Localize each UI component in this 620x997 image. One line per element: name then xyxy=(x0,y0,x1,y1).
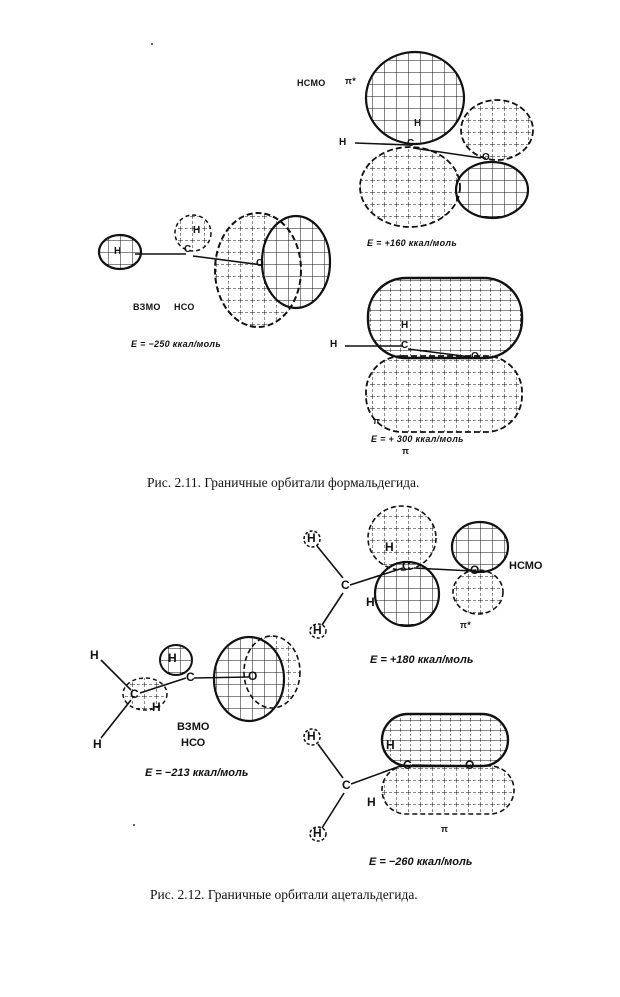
fig1-homo-sublabel: НСО xyxy=(174,302,195,312)
fig2-pi-bottom-lobe xyxy=(381,765,515,815)
fig1-homo-small-lobe xyxy=(174,214,212,252)
fig2-homo-orbital xyxy=(100,635,301,739)
fig1-lumo-c-top-lobe xyxy=(364,50,466,146)
fig2-lumo-atom-h-inner: H xyxy=(366,595,375,609)
fig1-lumo-c-bottom-lobe xyxy=(359,146,461,228)
fig1-pi-atom-h-left: H xyxy=(330,339,338,350)
fig1-caption: Рис. 2.11. Граничные орбитали формальдег… xyxy=(147,475,420,490)
fig2-homo-atom-h-inner: H xyxy=(152,700,161,714)
fig2-homo-atom-o: O xyxy=(248,669,258,683)
fig2-lumo-c-bottom-lobe xyxy=(373,560,441,628)
fig1-pi-orbital xyxy=(345,276,524,433)
fig2-pi-atom-h-upper: H xyxy=(386,738,395,752)
fig1-lumo-o-top-lobe xyxy=(460,99,534,161)
fig2-pi-orbital xyxy=(303,712,515,842)
fig2-pi-symbol: π xyxy=(441,824,449,834)
fig1-pi-symbol-below: π xyxy=(402,446,410,456)
fig2-homo-atom-c-methyl: C xyxy=(130,687,139,701)
fig2-lumo-o-top-lobe xyxy=(450,520,510,574)
fig2-homo-atom-h-top: H xyxy=(90,648,99,662)
fig2-homo-energy: E = −213 ккал/моль xyxy=(145,767,249,779)
fig2-lumo-o-bottom-lobe xyxy=(452,569,504,615)
fig1-homo-atom-h2: H xyxy=(193,225,201,236)
fig2-homo-atom-h-bottom: H xyxy=(93,737,102,751)
fig2-homo-atom-c: C xyxy=(186,670,195,684)
fig1-pi-atom-c: C xyxy=(401,340,409,351)
fig2-pi-atom-o: O xyxy=(465,758,475,772)
fig2-homo-sublabel: НСО xyxy=(181,737,206,749)
speck xyxy=(151,43,153,45)
fig2-pi-atom-c: C xyxy=(403,758,412,772)
fig1-pi-atom-o: O xyxy=(471,351,479,362)
fig2-caption: Рис. 2.12. Граничные орбитали ацетальдег… xyxy=(150,887,418,902)
fig1-homo-label: ВЗМО xyxy=(133,302,161,312)
fig2-homo-small-lobe xyxy=(159,644,193,676)
fig1-pi-energy: E = + 300 ккал/моль xyxy=(371,434,464,444)
fig2-homo-atom-h-upper: H xyxy=(168,651,177,665)
fig1-homo-orbital xyxy=(97,212,332,328)
fig2-lumo-energy: E = +180 ккал/моль xyxy=(370,654,474,666)
fig1-lumo-atom-o: O xyxy=(482,152,490,163)
fig1-lumo-label: НСМО xyxy=(297,78,326,88)
fig1-pi-bottom-lobe xyxy=(365,355,523,433)
fig1-pi-symbol: π xyxy=(373,416,381,426)
fig2-lumo-atom-o: O xyxy=(470,563,480,577)
fig2-lumo-symbol: π* xyxy=(460,620,471,630)
fig1-lumo-o-bottom-lobe xyxy=(454,160,530,220)
fig2-homo-label: ВЗМО xyxy=(177,721,210,733)
fig2-lumo-atom-c: C xyxy=(402,559,411,573)
fig2-lumo-orbital xyxy=(303,505,510,639)
fig1-homo-o-lobe xyxy=(214,212,302,328)
fig1-lumo-symbol: π* xyxy=(345,76,356,86)
fig1-pi-atom-h-top: H xyxy=(401,320,409,331)
fig2-pi-atom-h-inner: H xyxy=(367,795,376,809)
fig2-lumo-atom-h-upper: H xyxy=(385,540,394,554)
fig1-homo-atom-c: C xyxy=(184,244,192,255)
fig1-lumo-orbital xyxy=(354,50,534,228)
fig1-homo-atom-o: O xyxy=(256,258,264,269)
fig2-homo-o-lobe xyxy=(212,635,286,723)
fig1-homo-energy: E = −250 ккал/моль xyxy=(131,339,221,349)
speck xyxy=(133,824,135,826)
fig2-homo-ch3-lobe xyxy=(122,677,168,711)
fig2-pi-atom-h-top: H xyxy=(307,729,316,743)
fig1-lumo-atom-h-left: H xyxy=(339,137,347,148)
fig1-lumo-energy: E = +160 ккал/моль xyxy=(367,238,457,248)
fig2-lumo-atom-h-bottom: H xyxy=(313,623,322,637)
fig2-pi-top-lobe xyxy=(380,712,510,768)
fig1-homo-atom-h: H xyxy=(114,246,122,257)
fig2-pi-energy: E = −260 ккал/моль xyxy=(369,856,473,868)
fig2-lumo-atom-h-top: H xyxy=(307,531,316,545)
fig2-pi-atom-c-methyl: C xyxy=(342,778,351,792)
fig2-pi-atom-h-bottom: H xyxy=(313,826,322,840)
fig2-lumo-label: НСМО xyxy=(509,560,543,572)
fig1-lumo-atom-h-top: H xyxy=(414,118,422,129)
fig2-lumo-atom-c-methyl: C xyxy=(341,578,350,592)
fig1-homo-h-lobe xyxy=(97,233,143,271)
fig1-lumo-atom-c: C xyxy=(407,138,415,149)
